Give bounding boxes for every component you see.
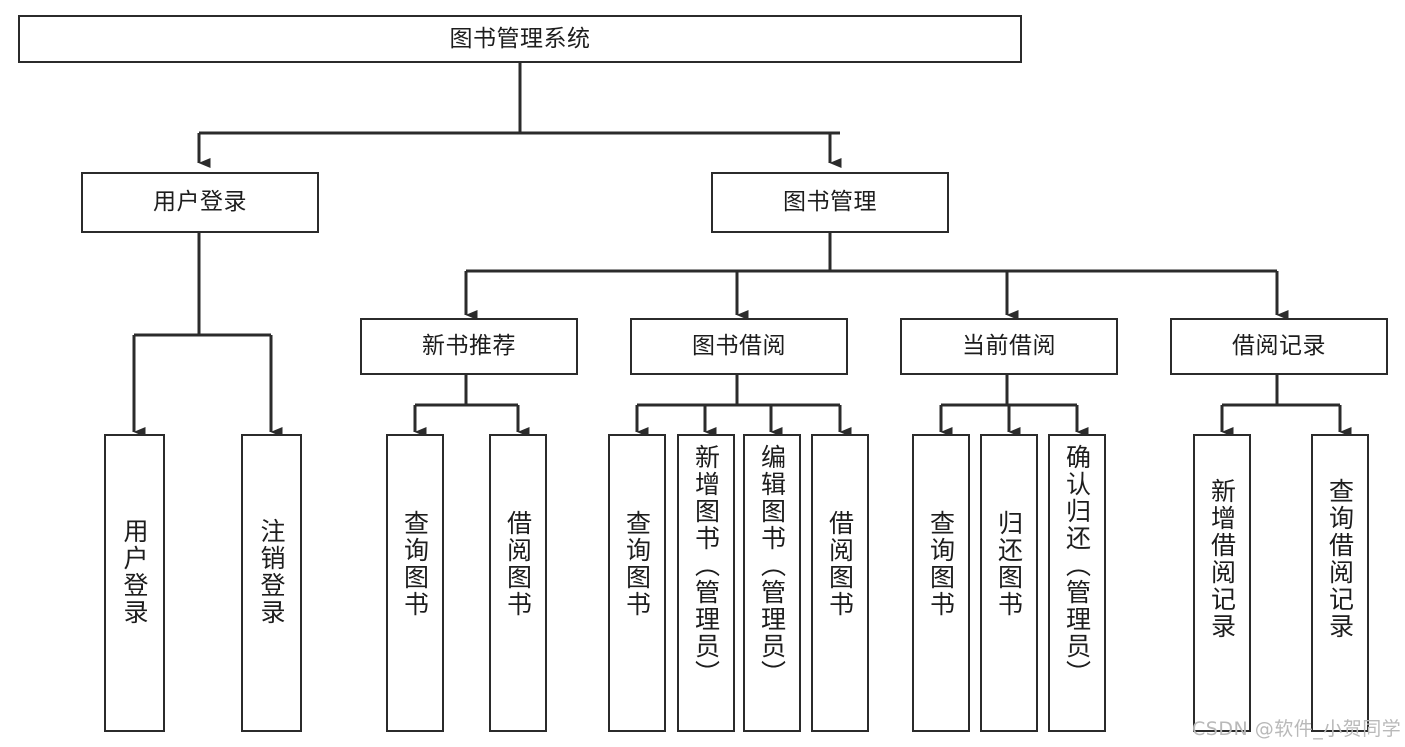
node-leaf-return-book-label: 归还图书 [994, 510, 1024, 618]
node-user-login[interactable]: 用户登录 [81, 172, 319, 233]
node-book-borrow-label: 图书借阅 [692, 333, 786, 360]
node-leaf-add-book-admin[interactable]: 新增图书（管理员） [677, 434, 735, 732]
node-leaf-borrow-book-1-label: 借阅图书 [503, 510, 533, 618]
node-borrow-record-label: 借阅记录 [1232, 333, 1326, 360]
node-leaf-edit-book-admin-label: 编辑图书（管理员） [757, 444, 787, 687]
node-borrow-record[interactable]: 借阅记录 [1170, 318, 1388, 375]
node-leaf-query-book-3-label: 查询图书 [926, 510, 956, 618]
node-leaf-borrow-book-2[interactable]: 借阅图书 [811, 434, 869, 732]
node-leaf-query-borrow-record-label: 查询借阅记录 [1325, 478, 1355, 640]
node-leaf-query-book-3[interactable]: 查询图书 [912, 434, 970, 732]
node-leaf-query-book-1-label: 查询图书 [400, 510, 430, 618]
node-leaf-confirm-return-admin-label: 确认归还（管理员） [1062, 444, 1092, 687]
node-leaf-user-login-label: 用户登录 [120, 518, 149, 626]
node-root[interactable]: 图书管理系统 [18, 15, 1022, 63]
node-leaf-add-borrow-record[interactable]: 新增借阅记录 [1193, 434, 1251, 732]
node-leaf-query-book-2-label: 查询图书 [622, 510, 652, 618]
node-leaf-logout-login[interactable]: 注销登录 [241, 434, 302, 732]
node-leaf-query-book-1[interactable]: 查询图书 [386, 434, 444, 732]
node-book-borrow[interactable]: 图书借阅 [630, 318, 848, 375]
node-user-login-label: 用户登录 [153, 189, 247, 216]
node-leaf-query-borrow-record[interactable]: 查询借阅记录 [1311, 434, 1369, 732]
node-leaf-logout-login-label: 注销登录 [257, 518, 286, 626]
node-leaf-borrow-book-2-label: 借阅图书 [825, 510, 855, 618]
node-leaf-borrow-book-1[interactable]: 借阅图书 [489, 434, 547, 732]
node-leaf-edit-book-admin[interactable]: 编辑图书（管理员） [743, 434, 801, 732]
node-book-manage[interactable]: 图书管理 [711, 172, 949, 233]
node-book-manage-label: 图书管理 [783, 189, 877, 216]
node-current-borrow[interactable]: 当前借阅 [900, 318, 1118, 375]
node-root-label: 图书管理系统 [449, 25, 591, 52]
node-new-book-recommend-label: 新书推荐 [422, 333, 516, 360]
node-leaf-user-login[interactable]: 用户登录 [104, 434, 165, 732]
node-leaf-query-book-2[interactable]: 查询图书 [608, 434, 666, 732]
node-leaf-add-book-admin-label: 新增图书（管理员） [691, 444, 721, 687]
node-leaf-add-borrow-record-label: 新增借阅记录 [1207, 478, 1237, 640]
node-current-borrow-label: 当前借阅 [962, 333, 1056, 360]
node-new-book-recommend[interactable]: 新书推荐 [360, 318, 578, 375]
node-leaf-confirm-return-admin[interactable]: 确认归还（管理员） [1048, 434, 1106, 732]
node-leaf-return-book[interactable]: 归还图书 [980, 434, 1038, 732]
